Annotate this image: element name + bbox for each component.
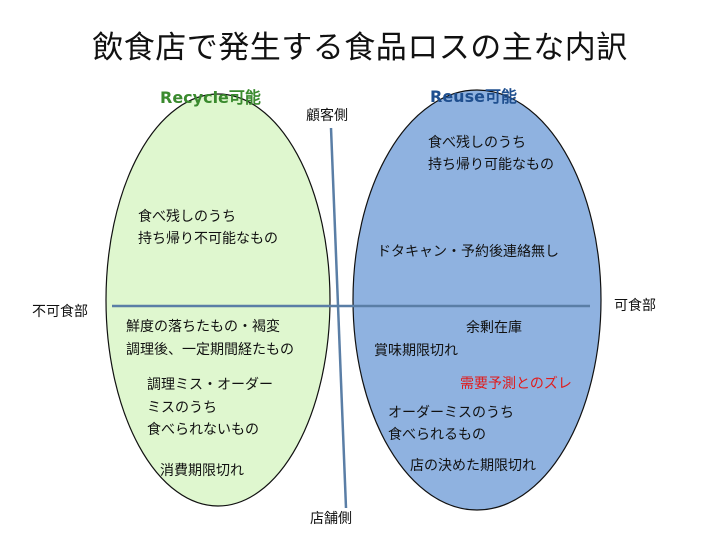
- axis-bottom-label: 店舗側: [310, 511, 352, 527]
- recycle-item: 調理ミス・オーダー: [147, 377, 273, 393]
- axis-right-label: 可食部: [614, 298, 656, 314]
- recycle-item: 消費期限切れ: [160, 463, 244, 479]
- reuse-item: 食べられるもの: [388, 427, 486, 443]
- recycle-label: Recycle可能: [160, 88, 261, 107]
- recycle-ellipse: [105, 93, 331, 507]
- recycle-item: 鮮度の落ちたもの・褐変: [126, 319, 280, 335]
- recycle-item: 食べ残しのうち: [138, 209, 236, 225]
- reuse-item: ドタキャン・予約後連絡無し: [377, 244, 559, 260]
- axis-left-label: 不可食部: [32, 304, 88, 320]
- reuse-label: Reuse可能: [430, 87, 517, 106]
- reuse-item: 持ち帰り可能なもの: [428, 157, 554, 173]
- recycle-item: 食べられないもの: [147, 422, 259, 438]
- recycle-item: ミスのうち: [147, 400, 217, 416]
- page-title: 飲食店で発生する食品ロスの主な内訳: [92, 30, 628, 66]
- reuse-item: 賞味期限切れ: [374, 343, 458, 359]
- reuse-item-highlight: 需要予測とのズレ: [460, 376, 572, 392]
- reuse-item: 余剰在庫: [466, 320, 522, 336]
- reuse-ellipse: [352, 89, 602, 511]
- vertical-axis: [329, 127, 348, 509]
- reuse-item: オーダーミスのうち: [388, 405, 514, 421]
- axis-top-label: 顧客側: [306, 108, 348, 124]
- recycle-item: 調理後、一定期間経たもの: [126, 342, 294, 358]
- recycle-item: 持ち帰り不可能なもの: [138, 231, 278, 247]
- reuse-item: 店の決めた期限切れ: [410, 458, 536, 474]
- reuse-item: 食べ残しのうち: [428, 135, 526, 151]
